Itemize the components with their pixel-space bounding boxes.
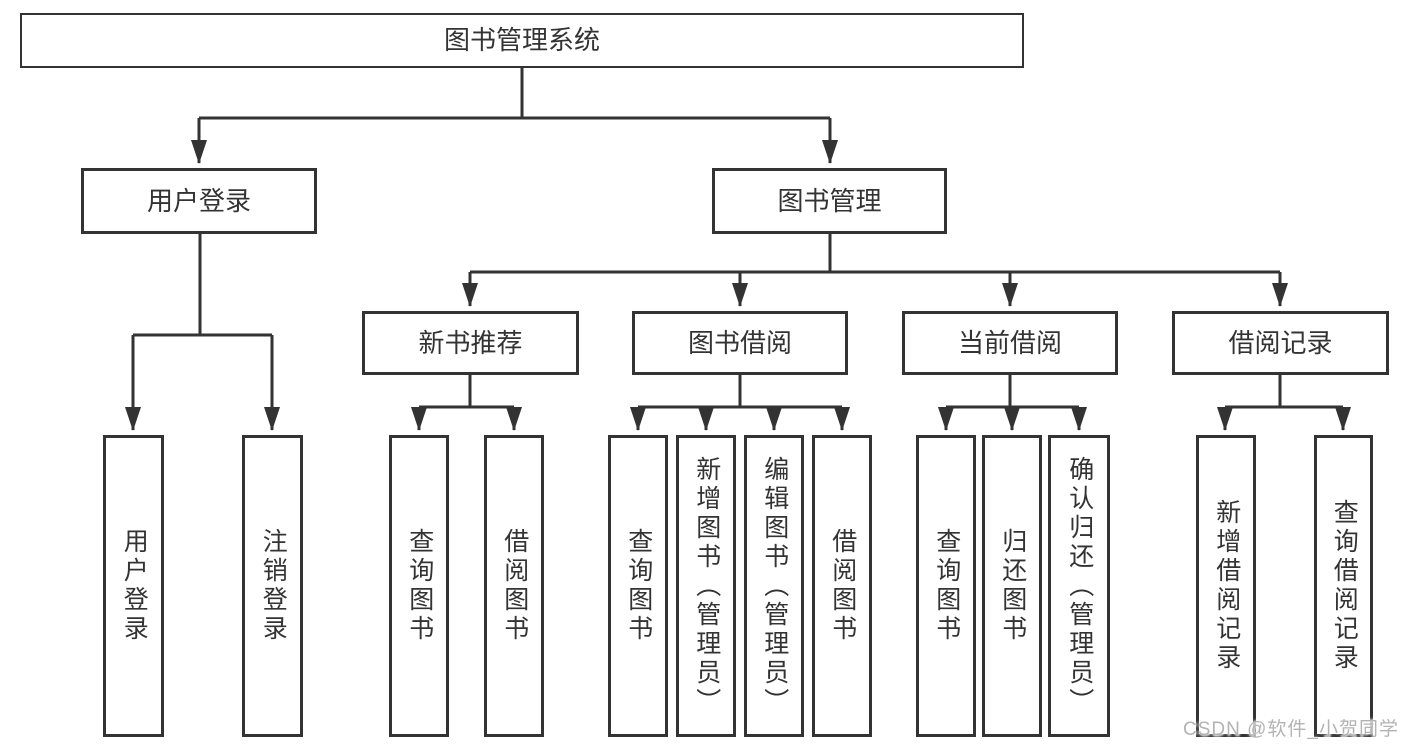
node-user-login-branch: 用户登录	[81, 168, 317, 234]
node-library-management-system: 图书管理系统	[20, 13, 1024, 68]
csdn-watermark: CSDN @软件_小贺同学	[1183, 719, 1399, 740]
node-borrowing-add-books-admin: 新增图书（管理员）	[676, 435, 736, 737]
node-borrowing-records: 借阅记录	[1172, 311, 1389, 375]
node-new-book-recommendation: 新书推荐	[362, 311, 579, 375]
node-current-borrowing: 当前借阅	[902, 311, 1118, 375]
node-records-query-borrow-record: 查询借阅记录	[1314, 435, 1373, 737]
node-borrowing-query-books: 查询图书	[608, 435, 668, 737]
node-user-login-leaf: 用户登录	[103, 435, 164, 737]
node-current-query-books: 查询图书	[916, 435, 976, 737]
node-records-add-borrow-record: 新增借阅记录	[1196, 435, 1256, 737]
node-current-confirm-return-admin: 确认归还（管理员）	[1048, 435, 1110, 737]
node-borrowing-edit-books-admin: 编辑图书（管理员）	[744, 435, 804, 737]
node-book-management-branch: 图书管理	[712, 168, 947, 234]
node-newbooks-query-books: 查询图书	[389, 435, 449, 737]
node-logout-leaf: 注销登录	[242, 435, 303, 737]
node-newbooks-borrow-books: 借阅图书	[484, 435, 544, 737]
node-book-borrowing: 图书借阅	[632, 311, 848, 375]
node-borrowing-borrow-books: 借阅图书	[812, 435, 872, 737]
node-current-return-books: 归还图书	[982, 435, 1042, 737]
